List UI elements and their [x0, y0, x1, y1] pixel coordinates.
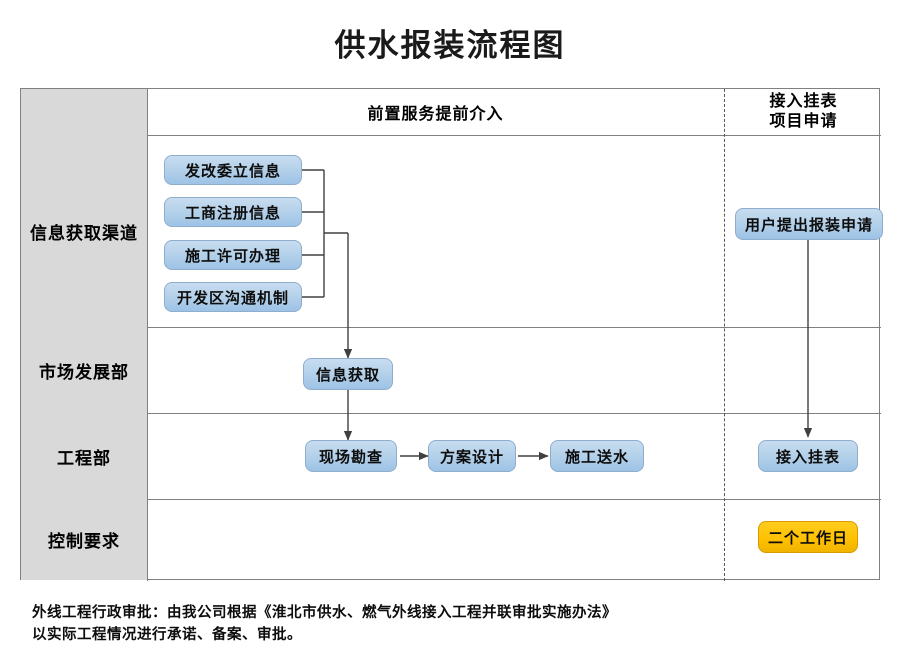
node-source-1[interactable]: 发改委立信息: [164, 155, 302, 185]
row-label-engineering: 工程部: [21, 413, 147, 499]
node-info-collect[interactable]: 信息获取: [303, 358, 393, 390]
column-separator-dashed: [724, 89, 725, 581]
header-right-label: 接入挂表 项目申请: [726, 89, 881, 135]
footnote-line1: 外线工程行政审批：由我公司根据《淮北市供水、燃气外线接入工程并联审批实施办法》: [32, 605, 617, 621]
column-separator-label: [147, 89, 148, 581]
node-source-3[interactable]: 施工许可办理: [164, 240, 302, 270]
row-separator-1: [21, 327, 881, 328]
node-scheme-design[interactable]: 方案设计: [428, 440, 516, 472]
row-separator-2: [21, 413, 881, 414]
row-label-control-requirement: 控制要求: [21, 499, 147, 580]
row-separator-header: [21, 135, 881, 136]
footnote-line2: 以实际工程情况进行承诺、备案、审批。: [32, 627, 302, 644]
node-source-4[interactable]: 开发区沟通机制: [164, 282, 302, 312]
row-label-information-channels: 信息获取渠道: [21, 135, 147, 327]
row-separator-3: [21, 499, 881, 500]
node-user-application[interactable]: 用户提出报装申请: [735, 208, 883, 240]
header-corner-cell: [21, 89, 147, 135]
node-control-days[interactable]: 二个工作日: [758, 521, 858, 553]
page-title: 供水报装流程图: [334, 28, 566, 63]
header-right-line2: 项目申请: [769, 113, 838, 130]
footnote: 外线工程行政审批：由我公司根据《淮北市供水、燃气外线接入工程并联审批实施办法》 …: [32, 602, 852, 647]
header-middle-label: 前置服务提前介入: [367, 106, 504, 123]
node-meter-connection[interactable]: 接入挂表: [758, 440, 858, 472]
node-site-survey[interactable]: 现场勘查: [305, 440, 397, 472]
row-label-market-development: 市场发展部: [21, 327, 147, 413]
flowchart-table: 信息获取渠道 市场发展部 工程部 控制要求 前置服务提前介入 接入挂表 项目申请: [20, 88, 881, 581]
node-source-2[interactable]: 工商注册信息: [164, 197, 302, 227]
header-right-line1: 接入挂表: [769, 93, 838, 110]
node-construction-supply[interactable]: 施工送水: [550, 440, 644, 472]
